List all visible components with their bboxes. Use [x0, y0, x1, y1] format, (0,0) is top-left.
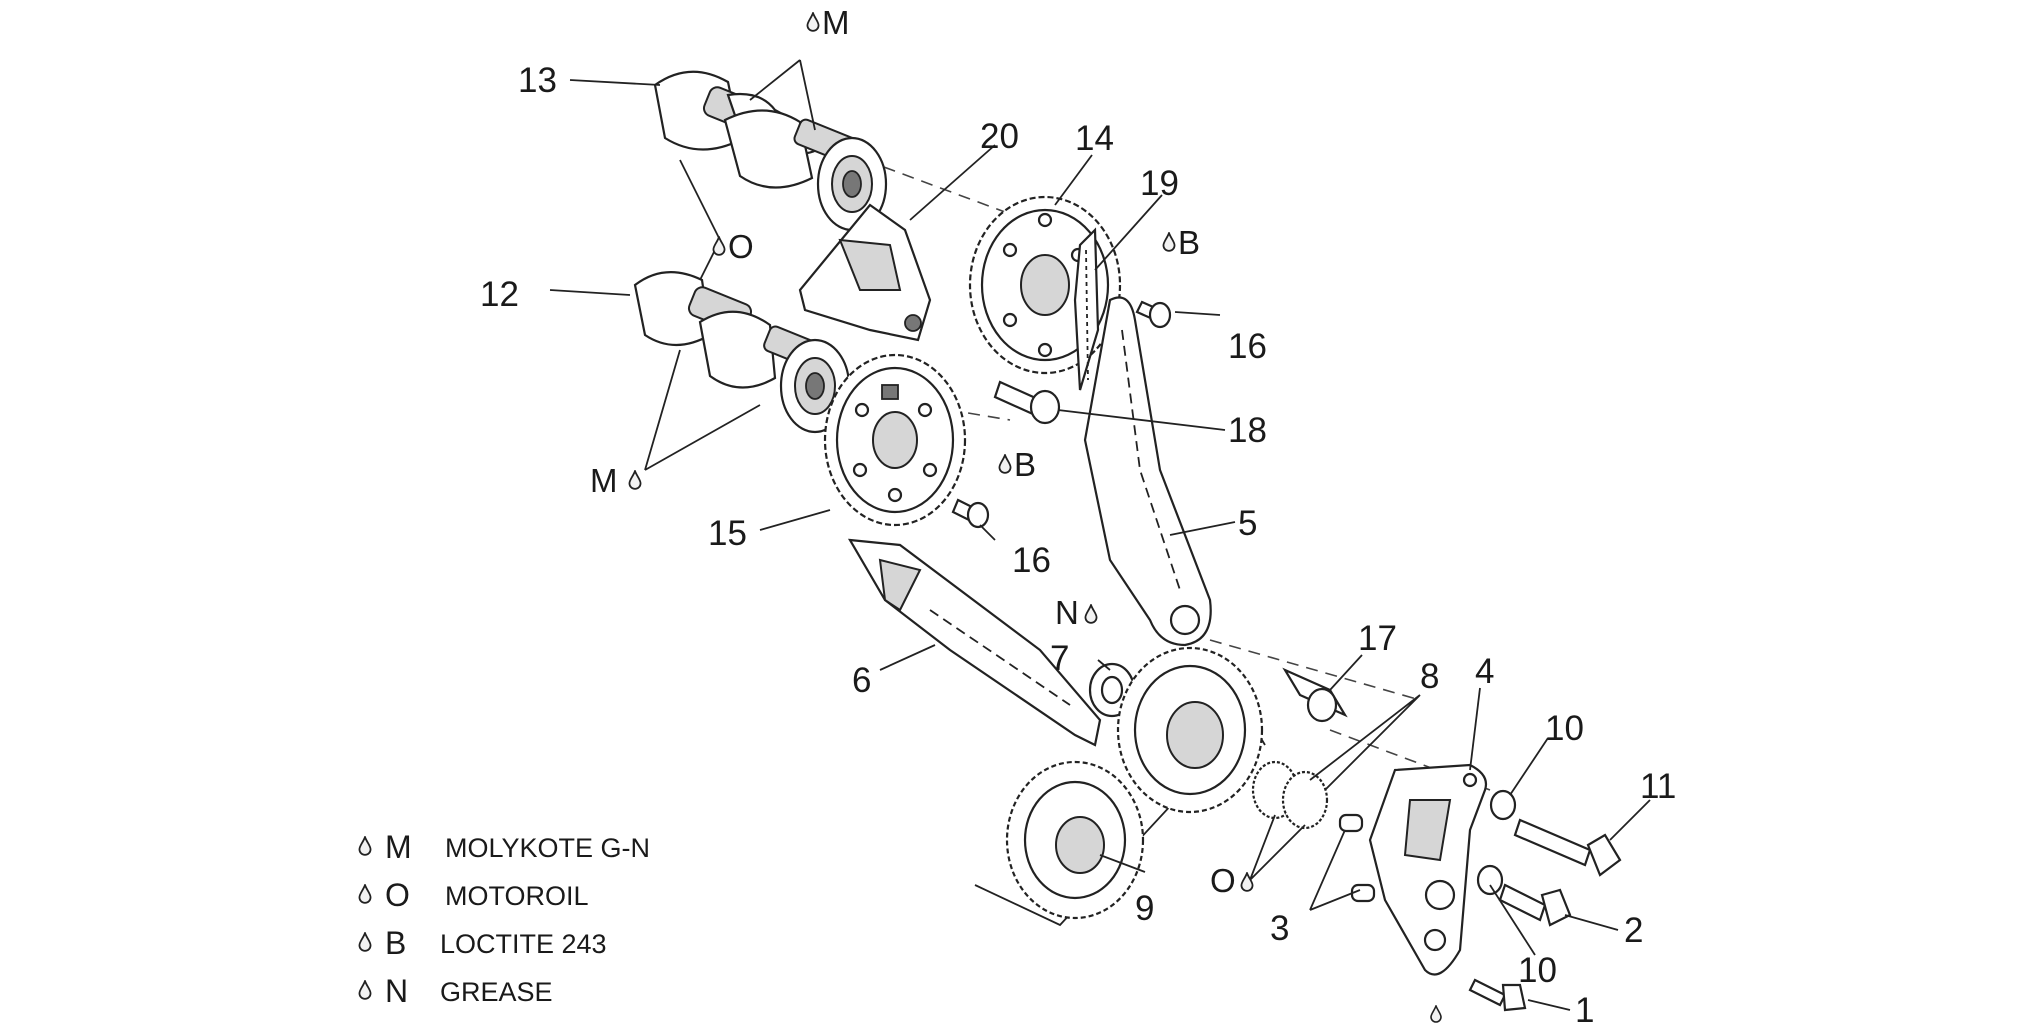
oil-drop-icon — [712, 236, 726, 256]
gears-9 — [974, 646, 1266, 927]
callout-15: 15 — [708, 514, 747, 553]
oil-drop-icon — [628, 470, 642, 490]
svg-text:GREASE: GREASE — [440, 977, 553, 1007]
callout-4: 4 — [1475, 652, 1494, 691]
callout-13: 13 — [518, 61, 557, 100]
svg-text:MOTOROIL: MOTOROIL — [445, 881, 589, 911]
bolt-2 — [1498, 883, 1572, 927]
dowel-pins-3 — [1338, 813, 1376, 903]
bushing-17 — [1282, 667, 1348, 723]
legend-row-motoroil: O MOTOROIL — [358, 877, 589, 913]
svg-text:M: M — [385, 829, 412, 865]
callout-7: 7 — [1050, 639, 1069, 678]
callout-9: 9 — [1135, 889, 1154, 928]
mark-b-lower: B — [1014, 446, 1036, 483]
callout-2: 2 — [1624, 911, 1643, 950]
plate-4 — [1368, 763, 1488, 976]
needle-bearings-8 — [1251, 760, 1329, 830]
svg-text:B: B — [385, 925, 406, 961]
timing-chain-19 — [1073, 227, 1100, 391]
oil-drop-icon — [358, 836, 372, 856]
callout-1: 1 — [1575, 991, 1594, 1029]
washers-10 — [1476, 789, 1517, 896]
legend-row-molykote: M MOLYKOTE G-N — [358, 829, 650, 865]
callout-3: 3 — [1270, 909, 1289, 948]
legend-row-grease: N GREASE — [358, 973, 553, 1009]
callout-20: 20 — [980, 117, 1019, 156]
bolt-18 — [993, 380, 1061, 425]
oil-drop-icon — [1084, 604, 1098, 624]
sprocket-15 — [823, 353, 967, 527]
callout-18: 18 — [1228, 411, 1267, 450]
oil-drop-icon — [1430, 1005, 1442, 1023]
svg-text:N: N — [385, 973, 408, 1009]
oil-drop-icon — [358, 932, 372, 952]
mark-m-top: M — [822, 4, 850, 41]
bolt-1 — [1468, 978, 1527, 1012]
chain-guide-6 — [847, 538, 1102, 747]
callout-17: 17 — [1358, 619, 1397, 658]
mark-n: N — [1055, 594, 1079, 631]
screw-16-upper — [1135, 300, 1172, 329]
oil-drop-icon — [358, 980, 372, 1000]
svg-text:O: O — [385, 877, 410, 913]
oil-drop-icon — [806, 12, 820, 32]
callout-12: 12 — [480, 275, 519, 314]
callout-numbers: 13 12 20 14 19 16 18 5 15 16 6 7 9 17 8 … — [480, 61, 1676, 1029]
lubrication-marks: M O M B B N O — [590, 4, 1442, 1023]
callout-16-lower: 16 — [1012, 541, 1051, 580]
svg-text:LOCTITE 243: LOCTITE 243 — [440, 929, 607, 959]
oil-drop-icon — [358, 884, 372, 904]
lubricant-legend: M MOLYKOTE G-N O MOTOROIL B LOCTITE 243 … — [358, 829, 650, 1009]
oil-drop-icon — [1162, 232, 1176, 252]
callout-10-upper: 10 — [1545, 709, 1584, 748]
callout-6: 6 — [852, 661, 871, 700]
legend-row-loctite: B LOCTITE 243 — [358, 925, 607, 961]
oil-drop-icon — [998, 454, 1012, 474]
mark-o-lower: O — [1210, 862, 1236, 899]
callout-5: 5 — [1238, 504, 1257, 543]
camshaft-support-20 — [798, 203, 932, 342]
callout-14: 14 — [1075, 119, 1114, 158]
callout-16-upper: 16 — [1228, 327, 1267, 366]
camshaft-13 — [653, 70, 888, 232]
bolt-11 — [1513, 818, 1622, 877]
mark-b-upper: B — [1178, 224, 1200, 261]
svg-text:MOLYKOTE G-N: MOLYKOTE G-N — [445, 833, 650, 863]
callout-19: 19 — [1140, 164, 1179, 203]
callout-10-lower: 10 — [1518, 951, 1557, 990]
mark-o-top: O — [728, 228, 754, 265]
callout-11: 11 — [1640, 767, 1676, 806]
screw-16-lower — [951, 498, 990, 529]
mark-m-left: M — [590, 462, 618, 499]
callout-8: 8 — [1420, 657, 1439, 696]
chain-guide-5 — [1083, 296, 1212, 647]
